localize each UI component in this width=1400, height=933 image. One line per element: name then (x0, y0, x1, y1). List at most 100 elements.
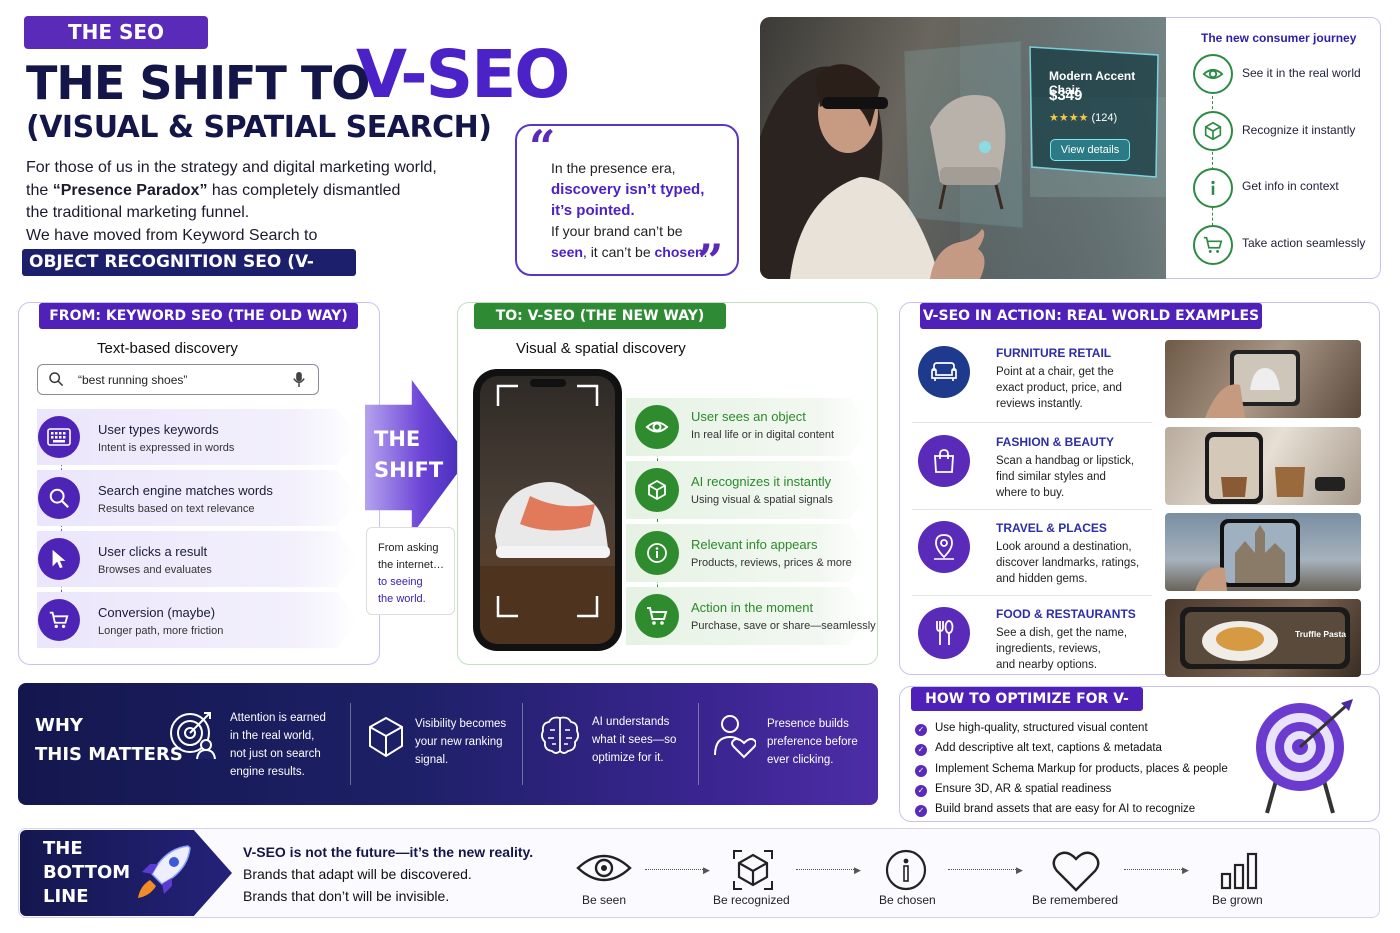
bottom-panel (18, 828, 1380, 918)
target-dart-icon (1255, 697, 1361, 815)
location-pin-icon (918, 521, 970, 573)
check-circle-icon: ✓ (915, 744, 927, 757)
eye-icon (576, 848, 632, 888)
journey-step-label: See it in the real world (1242, 66, 1361, 80)
new-step-title: AI recognizes it instantly (691, 474, 832, 489)
info-icon (1193, 168, 1233, 208)
food-label: Truffle Pasta (1295, 629, 1347, 639)
journey-step-label: Get info in context (1242, 179, 1339, 193)
optimize-list: ✓Use high-quality, structured visual con… (915, 718, 1228, 819)
eye-icon (1193, 54, 1233, 94)
journey-panel: The new consumer journey See it in the r… (1166, 17, 1381, 279)
new-way-subtitle: Visual & spatial discovery (516, 340, 686, 357)
shopping-bag-icon (918, 435, 970, 487)
new-step-sub: Products, reviews, prices & more (691, 557, 852, 569)
optimize-title: HOW TO OPTIMIZE FOR V-SEO (911, 687, 1143, 731)
cube-icon (1193, 111, 1233, 151)
bottom-step-label: Be grown (1212, 893, 1263, 907)
optimize-item: ✓Use high-quality, structured visual con… (915, 718, 1228, 738)
page-title: THE SHIFT TO (26, 56, 370, 110)
quote-open-icon: “ (529, 120, 556, 174)
cube-icon (635, 468, 679, 512)
microphone-icon[interactable] (292, 371, 306, 388)
eye-icon (635, 405, 679, 449)
examples-panel: V-SEO IN ACTION: REAL WORLD EXAMPLES FUR… (899, 302, 1380, 677)
old-step-title: User clicks a result (98, 544, 208, 559)
new-step-sub: Purchase, save or share—seamlessly (691, 620, 876, 632)
examples-title: V-SEO IN ACTION: REAL WORLD EXAMPLES (920, 303, 1262, 329)
page-title-vseo: V-SEO (356, 36, 570, 113)
check-circle-icon: ✓ (915, 785, 927, 798)
quote-line: If your brand can’t be (551, 223, 683, 239)
search-icon (48, 371, 64, 387)
sneaker-image (480, 384, 615, 644)
sofa-icon (918, 346, 970, 398)
old-way-panel: FROM: KEYWORD SEO (THE OLD WAY) Text-bas… (18, 302, 380, 665)
phone-mockup (473, 369, 622, 651)
old-step-title: User types keywords (98, 422, 219, 437)
rocket-icon (130, 840, 196, 906)
search-icon (38, 477, 80, 519)
optimize-item: ✓Ensure 3D, AR & spatial readiness (915, 779, 1228, 799)
old-step-bg (37, 592, 359, 648)
shift-note: From asking the internet… to seeing the … (366, 527, 455, 615)
star-icon: ★★★★ (1049, 112, 1089, 124)
fork-spoon-icon (918, 607, 970, 659)
old-way-subtitle: Text-based discovery (97, 340, 238, 357)
search-input-value: “best running shoes” (78, 373, 188, 387)
search-input[interactable]: “best running shoes” (37, 364, 319, 395)
check-circle-icon: ✓ (915, 805, 927, 818)
quote-line: In the presence era, (551, 160, 676, 176)
new-way-panel: TO: V-SEO (THE NEW WAY) Visual & spatial… (457, 302, 878, 665)
object-recognition-highlight: OBJECT RECOGNITION SEO (V-SEO). (22, 249, 356, 299)
keyboard-icon (38, 416, 80, 458)
hero-product-price: $349 (1049, 87, 1083, 104)
cursor-icon (38, 538, 80, 580)
new-step-sub: Using visual & spatial signals (691, 494, 833, 506)
cube-icon (366, 715, 406, 759)
cart-icon (38, 599, 80, 641)
seo-angle-badge: THE SEO ANGLE: (24, 16, 208, 77)
quote-line: it’s pointed. (551, 202, 635, 219)
new-step-sub: In real life or in digital content (691, 429, 835, 441)
cube-icon (732, 849, 774, 891)
page-subtitle: (VISUAL & SPATIAL SEARCH) (26, 110, 492, 145)
journey-step-label: Take action seamlessly (1242, 236, 1366, 250)
example-title: FOOD & RESTAURANTS (996, 607, 1136, 621)
old-step-bg (37, 531, 359, 587)
food-photo: Truffle Pasta (1165, 599, 1361, 677)
quote-close-icon: ” (697, 234, 724, 288)
new-step-title: User sees an object (691, 409, 806, 424)
optimize-item: ✓Build brand assets that are easy for AI… (915, 799, 1228, 819)
view-details-button[interactable]: View details (1050, 139, 1130, 161)
person-heart-icon (712, 713, 756, 759)
new-step-title: Action in the moment (691, 600, 814, 615)
brain-icon (538, 713, 582, 757)
old-step-bg (37, 409, 359, 465)
old-step-sub: Intent is expressed in words (98, 442, 235, 454)
bar-growth-icon (1220, 852, 1258, 890)
intro-text: For those of us in the strategy and digi… (26, 159, 437, 244)
bottom-step-label: Be chosen (879, 893, 936, 907)
quote-line: seen, it can’t be chosen. (551, 244, 708, 260)
new-step-title: Relevant info appears (691, 537, 818, 552)
old-way-title: FROM: KEYWORD SEO (THE OLD WAY) (39, 303, 358, 329)
new-way-title: TO: V-SEO (THE NEW WAY) (474, 303, 726, 329)
hero-product-name: Modern Accent Chair (1049, 69, 1136, 97)
quote-line: discovery isn’t typed, (551, 181, 705, 198)
hero-image: Modern Accent Chair $349 ★★★★ (124) View… (760, 17, 1166, 279)
old-step-title: Conversion (maybe) (98, 605, 216, 620)
cart-icon (635, 594, 679, 638)
journey-title: The new consumer journey (1201, 31, 1357, 45)
example-title: FASHION & BEAUTY (996, 435, 1115, 449)
bottom-step-label: Be seen (582, 893, 627, 907)
example-title: TRAVEL & PLACES (996, 521, 1107, 535)
old-step-sub: Browses and evaluates (98, 564, 212, 576)
bottom-step-label: Be remembered (1032, 893, 1119, 907)
example-title: FURNITURE RETAIL (996, 346, 1112, 360)
optimize-item: ✓Add descriptive alt text, captions & me… (915, 738, 1228, 758)
